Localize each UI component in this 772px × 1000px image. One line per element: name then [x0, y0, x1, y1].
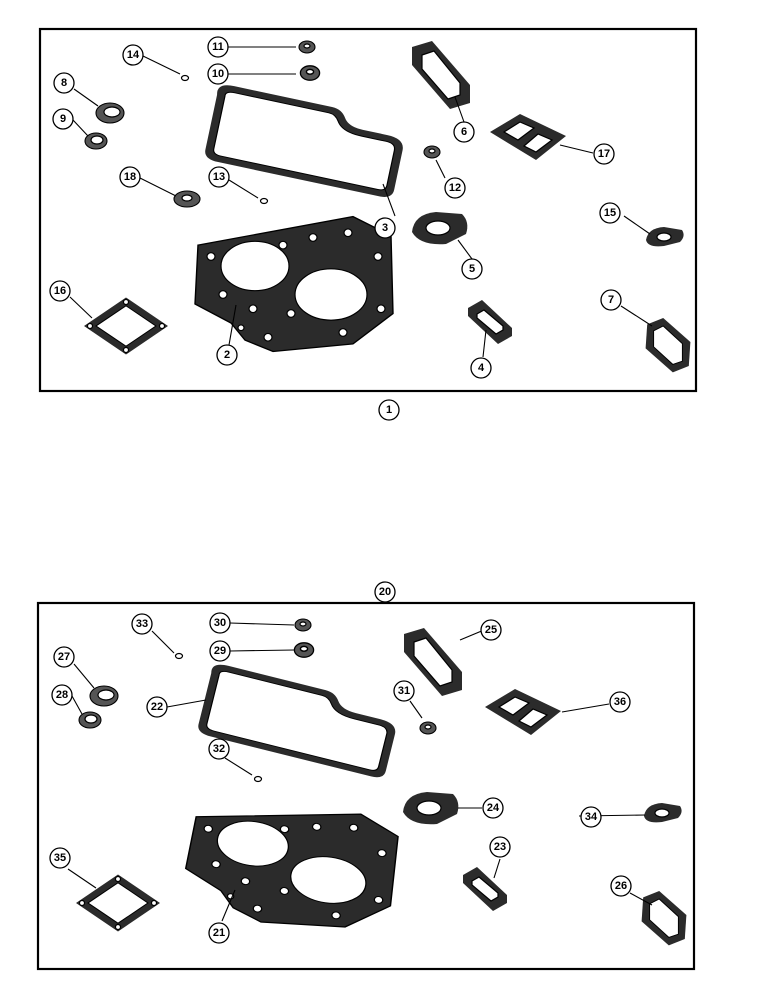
callout-3: 3 [374, 217, 396, 239]
callout-27: 27 [53, 646, 75, 668]
callout-2: 2 [216, 344, 238, 366]
washer-top-11 [298, 40, 316, 54]
callout-4: 4 [470, 357, 492, 379]
svg-text:25: 25 [485, 624, 497, 636]
seal-bottom-28 [78, 711, 102, 729]
svg-text:26: 26 [615, 880, 627, 892]
svg-text:6: 6 [461, 126, 467, 138]
callout-8: 8 [53, 72, 75, 94]
svg-text:18: 18 [124, 171, 136, 183]
oring-bottom-33 [174, 652, 184, 660]
svg-text:20: 20 [379, 586, 391, 598]
seal-top-9 [84, 132, 108, 150]
callout-26: 26 [610, 875, 632, 897]
svg-text:12: 12 [449, 182, 461, 194]
callout-22: 22 [146, 696, 168, 718]
svg-text:13: 13 [213, 171, 225, 183]
svg-text:16: 16 [54, 285, 66, 297]
oring-top-14 [180, 74, 190, 82]
callout-31: 31 [393, 680, 415, 702]
callout-11: 11 [207, 36, 229, 58]
callout-28: 28 [51, 684, 73, 706]
oring-top-13 [259, 197, 269, 205]
callout-6: 6 [453, 121, 475, 143]
washer-top-10 [299, 65, 321, 81]
svg-text:28: 28 [56, 689, 68, 701]
washer-bottom-31 [419, 721, 437, 735]
svg-text:8: 8 [61, 77, 67, 89]
washer-bottom-29 [293, 642, 315, 658]
callout-33: 33 [131, 613, 153, 635]
callout-24: 24 [482, 797, 504, 819]
svg-text:14: 14 [127, 49, 140, 61]
washer-bottom-30 [294, 618, 312, 632]
svg-text:30: 30 [214, 617, 226, 629]
callout-29: 29 [209, 640, 231, 662]
svg-text:7: 7 [608, 294, 614, 306]
top-leader-lines [69, 46, 653, 358]
callout-21: 21 [208, 922, 230, 944]
callout-12: 12 [444, 177, 466, 199]
callout-15: 15 [599, 202, 621, 224]
callout-5: 5 [461, 258, 483, 280]
svg-text:4: 4 [478, 362, 485, 374]
svg-text:32: 32 [213, 743, 225, 755]
svg-text:10: 10 [212, 68, 224, 80]
callout-34: 34 [580, 806, 602, 828]
svg-text:23: 23 [494, 841, 506, 853]
callout-32: 32 [208, 738, 230, 760]
callout-7: 7 [600, 289, 622, 311]
callout-10: 10 [207, 63, 229, 85]
callout-16: 16 [49, 280, 71, 302]
svg-text:3: 3 [382, 222, 388, 234]
svg-text:31: 31 [398, 685, 410, 697]
svg-text:36: 36 [614, 696, 626, 708]
callout-9: 9 [52, 108, 74, 130]
svg-text:27: 27 [58, 651, 70, 663]
seal-bottom-27 [89, 685, 119, 707]
callout-25: 25 [480, 619, 502, 641]
callout-18: 18 [119, 166, 141, 188]
callout-17: 17 [593, 143, 615, 165]
svg-text:2: 2 [224, 349, 230, 361]
svg-text:9: 9 [60, 113, 66, 125]
svg-text:24: 24 [487, 802, 500, 814]
svg-text:22: 22 [151, 701, 163, 713]
svg-text:11: 11 [212, 41, 224, 53]
kit-label-1: 1 [378, 399, 400, 421]
oring-bottom-32 [253, 775, 263, 783]
svg-text:21: 21 [213, 927, 225, 939]
svg-text:35: 35 [54, 852, 66, 864]
callout-30: 30 [209, 612, 231, 634]
washer-top-18 [173, 190, 201, 208]
svg-text:29: 29 [214, 645, 226, 657]
svg-text:17: 17 [598, 148, 610, 160]
svg-text:15: 15 [604, 207, 616, 219]
callout-13: 13 [208, 166, 230, 188]
svg-text:5: 5 [469, 263, 475, 275]
svg-text:33: 33 [136, 618, 148, 630]
callout-36: 36 [609, 691, 631, 713]
kit-label-20: 20 [374, 581, 396, 603]
svg-text:34: 34 [585, 811, 598, 823]
svg-text:1: 1 [386, 404, 392, 416]
callout-35: 35 [49, 847, 71, 869]
bottom-leader-lines [67, 622, 653, 922]
seal-top-8 [95, 102, 125, 124]
callout-14: 14 [122, 44, 144, 66]
washer-top-12 [423, 145, 441, 159]
callout-23: 23 [489, 836, 511, 858]
